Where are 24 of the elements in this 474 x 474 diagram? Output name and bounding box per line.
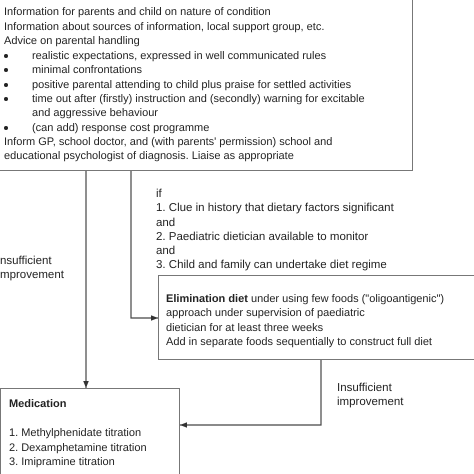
bullet-item: time out after (firstly) instruction and (secondly) warning for excitable and aggressive behaviour [32, 92, 366, 121]
box-text: Elimination diet under using few foods ("oligoantigenic") approach under supervision of paediatric dietician for at least three weeks [166, 292, 444, 335]
box-text: Advice on parental handling [4, 34, 140, 48]
arrow [83, 171, 89, 388]
arrow [130, 171, 158, 321]
edge-label: nsufficient mprovement [0, 254, 64, 283]
arrow [180, 360, 322, 428]
box-text: 2. Dexamphetamine titration [9, 440, 147, 455]
process-box [158, 275, 474, 360]
edge-label: Insufficient improvement [337, 381, 404, 410]
bullet-item: (can add) response cost programme [32, 120, 210, 135]
box-heading: Medication [9, 397, 66, 412]
bullet-item: realistic expectations, expressed in well communicated rules [32, 48, 326, 63]
process-box [0, 0, 413, 171]
box-text: 1. Methylphenidate titration [9, 426, 142, 440]
process-box [0, 388, 180, 474]
box-text: 3. Imipramine titration [9, 455, 115, 470]
box-text: Information about sources of information, local support group, etc. [4, 20, 324, 34]
box-text: Add in separate foods sequentially to construct full diet [166, 335, 432, 350]
bullet-item: positive parental attending to child plus praise for settled activities [32, 78, 352, 92]
edge-label: if 1. Clue in history that dietary factors significant and 2. Paediatric dietician available to monitor and 3. Child and family can undertake diet regime [156, 187, 394, 273]
box-text: Inform GP, school doctor, and (with parents' permission) school and educational psychologist of diagnosis. Liaise as appropriate [4, 135, 334, 164]
bullet-item: minimal confrontations [32, 63, 142, 78]
box-text: Information for parents and child on nature of condition [4, 5, 271, 20]
